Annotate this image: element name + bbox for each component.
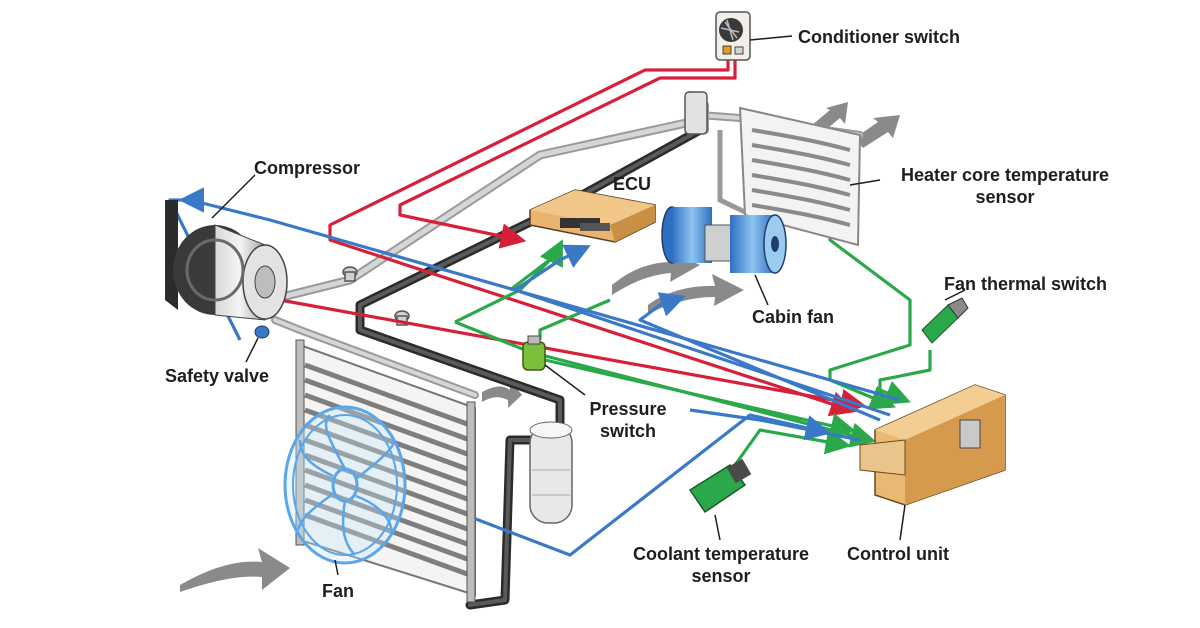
heater-core-icon bbox=[717, 106, 881, 247]
pressure-switch-icon bbox=[522, 335, 586, 396]
label-conditioner-switch: Conditioner switch bbox=[798, 27, 960, 47]
refrigerant-pipes bbox=[265, 91, 864, 610]
label-heater-core-line2: sensor bbox=[975, 187, 1035, 207]
label-fan-thermal-switch: Fan thermal switch bbox=[944, 274, 1108, 294]
cabin-fan-icon bbox=[661, 206, 787, 306]
label-coolant-temperature-sensor: Coolant temperature sensor bbox=[606, 543, 836, 587]
label-heater-core-temperature-sensor: Heater core temperature sensor bbox=[860, 164, 1150, 208]
label-compressor: Compressor bbox=[254, 158, 361, 178]
safety-valve-icon bbox=[245, 325, 270, 363]
red-signal-wires bbox=[279, 50, 867, 417]
ecu-icon bbox=[529, 189, 656, 243]
blue-control-wires bbox=[168, 187, 901, 557]
label-pressure-line2: switch bbox=[599, 421, 656, 441]
label-safety-valve: Safety valve bbox=[165, 366, 270, 386]
conditioner-switch-icon[interactable] bbox=[715, 11, 793, 61]
coolant-temperature-sensor-icon bbox=[688, 458, 752, 541]
control-unit-icon bbox=[859, 384, 1006, 541]
label-control-unit: Control unit bbox=[847, 544, 949, 564]
label-pressure-line1: Pressure bbox=[589, 399, 667, 419]
fan-thermal-switch-icon bbox=[921, 289, 969, 344]
compressor-icon bbox=[165, 174, 288, 321]
label-coolant-line2: sensor bbox=[691, 566, 751, 586]
receiver-drier-icon bbox=[529, 421, 573, 524]
label-cabin-fan: Cabin fan bbox=[752, 307, 835, 327]
label-ecu: ECU bbox=[613, 174, 652, 194]
condenser-fan-icon bbox=[283, 405, 407, 576]
label-fan: Fan bbox=[322, 581, 355, 601]
label-heater-core-line1: Heater core temperature bbox=[900, 165, 1110, 185]
label-pressure-switch: Pressure switch bbox=[573, 398, 683, 442]
label-coolant-line1: Coolant temperature bbox=[632, 544, 810, 564]
